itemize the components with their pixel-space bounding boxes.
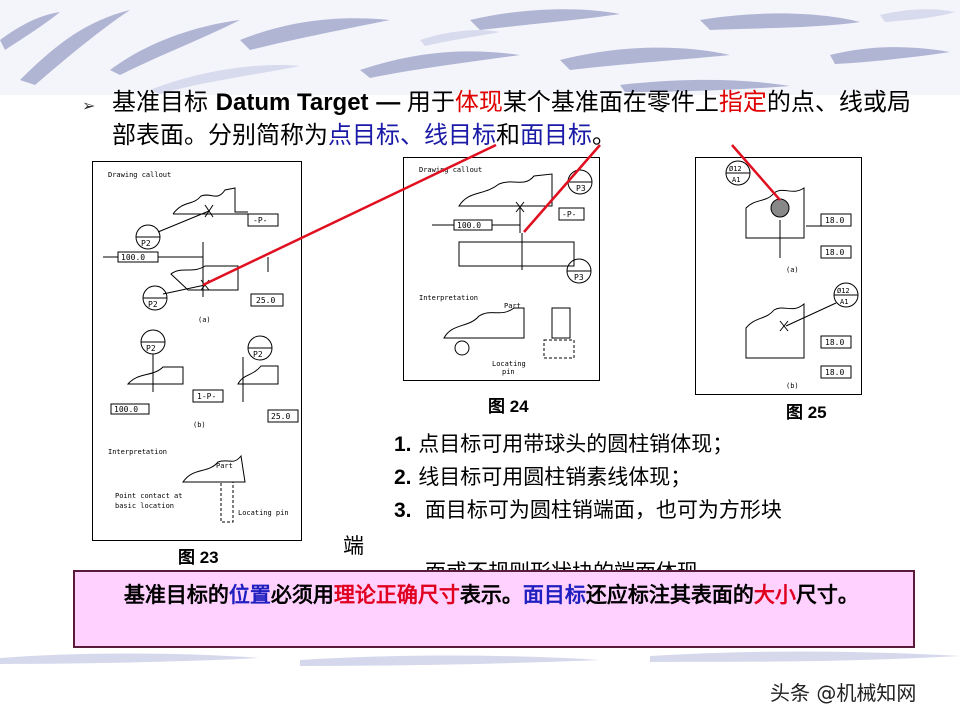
fig25-dim-a2: 18.0: [825, 248, 844, 257]
intro-t7: 、: [400, 121, 424, 149]
fig24-pin-label-2: pin: [502, 368, 515, 376]
hl-6: 面目标: [522, 583, 586, 607]
intro-t3: 某个基准面在零件上: [502, 88, 719, 116]
highlight-text: 基准目标的位置必须用理论正确尺寸表示。面目标还应标注其表面的大小尺寸。: [80, 580, 910, 611]
fig25-target-size-b: Ø12: [837, 287, 850, 295]
list-item-1-num: 1.: [394, 433, 412, 456]
list-item-2: 2. 线目标可用圆柱销素线体现；: [394, 461, 782, 494]
fig23-interp-title: Interpretation: [108, 448, 167, 456]
fig23-pin-label: Locating pin: [238, 509, 289, 517]
figure-24-drawing: Drawing callout -P- P3 100.0 P3 Interpre…: [403, 157, 600, 381]
intro-t10: 面目标: [520, 121, 592, 149]
figure-25-drawing: Ø12 A1 18.0 18.0 (a) Ø12 A1 18.0 18.0 (b…: [695, 157, 862, 395]
header-decoration: [0, 0, 960, 95]
fig24-interp-title: Interpretation: [419, 294, 478, 302]
highlight-box: [73, 570, 915, 648]
fig25-dim-b1: 18.0: [825, 338, 844, 347]
hl-7: 还应标注其表面的: [585, 583, 754, 607]
intro-t1: 用于: [406, 88, 455, 116]
fig23-sub-a: (a): [198, 316, 211, 324]
fig25-caption: 图 25: [786, 403, 827, 422]
fig24-caption: 图 24: [488, 397, 529, 416]
fig25-dim-a1: 18.0: [825, 216, 844, 225]
fig25-target-size-a: Ø12: [729, 165, 742, 173]
list-item-2-text: 线目标可用圆柱销素线体现；: [418, 465, 692, 489]
intro-t4: 指定: [718, 88, 767, 116]
fig25-target-label-b: A1: [840, 298, 848, 306]
list-item-1-text: 点目标可用带球头的圆柱销体现；: [418, 432, 734, 456]
intro-t8: 线目标: [424, 121, 496, 149]
list-item-2-num: 2.: [394, 466, 412, 489]
target-method-list: 1. 点目标可用带球头的圆柱销体现； 2. 线目标可用圆柱销素线体现； 3. 面…: [394, 428, 782, 527]
hl-3: 必须用: [270, 583, 334, 607]
list-item-3-continuation: 端: [343, 534, 364, 558]
fig23-dim-25-b: 25.0: [271, 412, 290, 421]
figure-23-drawing: Drawing callout -P- P2 100.0 25.0 P2 (a)…: [92, 161, 302, 541]
fig23-callout-title: Drawing callout: [108, 171, 171, 179]
fig23-sub-b: (b): [193, 421, 206, 429]
fig23-datum-b: 1-P-: [197, 392, 216, 401]
fig23-target-b1: P2: [146, 344, 156, 353]
fig25-target-label-a: A1: [732, 176, 740, 184]
intro-paragraph: 基准目标 Datum Target — 用于体现某个基准面在零件上指定的点、线或…: [112, 86, 912, 151]
intro-t11: 。: [592, 121, 616, 149]
hl-2: 位置: [228, 583, 271, 607]
fig24-datum: -P-: [562, 210, 576, 219]
intro-t2: 体现: [454, 88, 503, 116]
intro-term-en: Datum Target: [215, 89, 369, 116]
fig23-target-b2: P2: [253, 350, 263, 359]
fig23-datum: -P-: [253, 216, 267, 225]
fig24-part-label: Part: [504, 302, 521, 310]
intro-t9: 和: [496, 121, 520, 149]
fig23-point-note-1: Point contact at: [115, 492, 182, 500]
fig23-target-a1: P2: [141, 239, 151, 248]
footer-decoration: [0, 651, 960, 666]
watermark: 头条 @机械知网: [770, 681, 917, 705]
hl-9: 尺寸。: [795, 583, 859, 607]
fig23-point-note-2: basic location: [115, 502, 174, 510]
hl-5: 表示。: [459, 583, 523, 607]
fig25-sub-a: (a): [786, 266, 799, 274]
list-item-3-num: 3.: [394, 499, 412, 522]
fig23-part-label: Part: [216, 462, 233, 470]
hl-8: 大小: [753, 583, 796, 607]
list-item-3: 3. 面目标可为圆柱销端面，也可为方形块: [394, 494, 782, 527]
bullet-arrow-icon: ➢: [82, 96, 96, 115]
fig23-dim-100-b: 100.0: [114, 405, 138, 414]
fig24-callout-title: Drawing callout: [419, 166, 482, 174]
intro-prefix: 基准目标: [112, 88, 208, 116]
intro-dash: —: [376, 89, 407, 116]
fig24-target-top: P3: [576, 184, 586, 193]
fig25-dim-b2: 18.0: [825, 368, 844, 377]
intro-t5: 的点、线或局部表面。分别简称为: [112, 88, 911, 149]
list-item-3-text: 面目标可为圆柱销端面，也可为方形块: [424, 498, 782, 522]
fig23-target-a2: P2: [148, 300, 158, 309]
fig23-dim-100-a: 100.0: [121, 253, 145, 262]
hl-4: 理论正确尺寸: [333, 583, 460, 607]
fig24-dim-100: 100.0: [457, 221, 481, 230]
fig23-dim-25-a: 25.0: [256, 296, 275, 305]
list-item-1: 1. 点目标可用带球头的圆柱销体现；: [394, 428, 782, 461]
fig23-caption: 图 23: [178, 548, 219, 567]
fig24-target-bottom: P3: [574, 273, 584, 282]
fig24-pin-label-1: Locating: [492, 360, 526, 368]
fig25-sub-b: (b): [786, 382, 799, 390]
intro-t6: 点目标: [328, 121, 400, 149]
hl-1: 基准目标的: [123, 583, 229, 607]
